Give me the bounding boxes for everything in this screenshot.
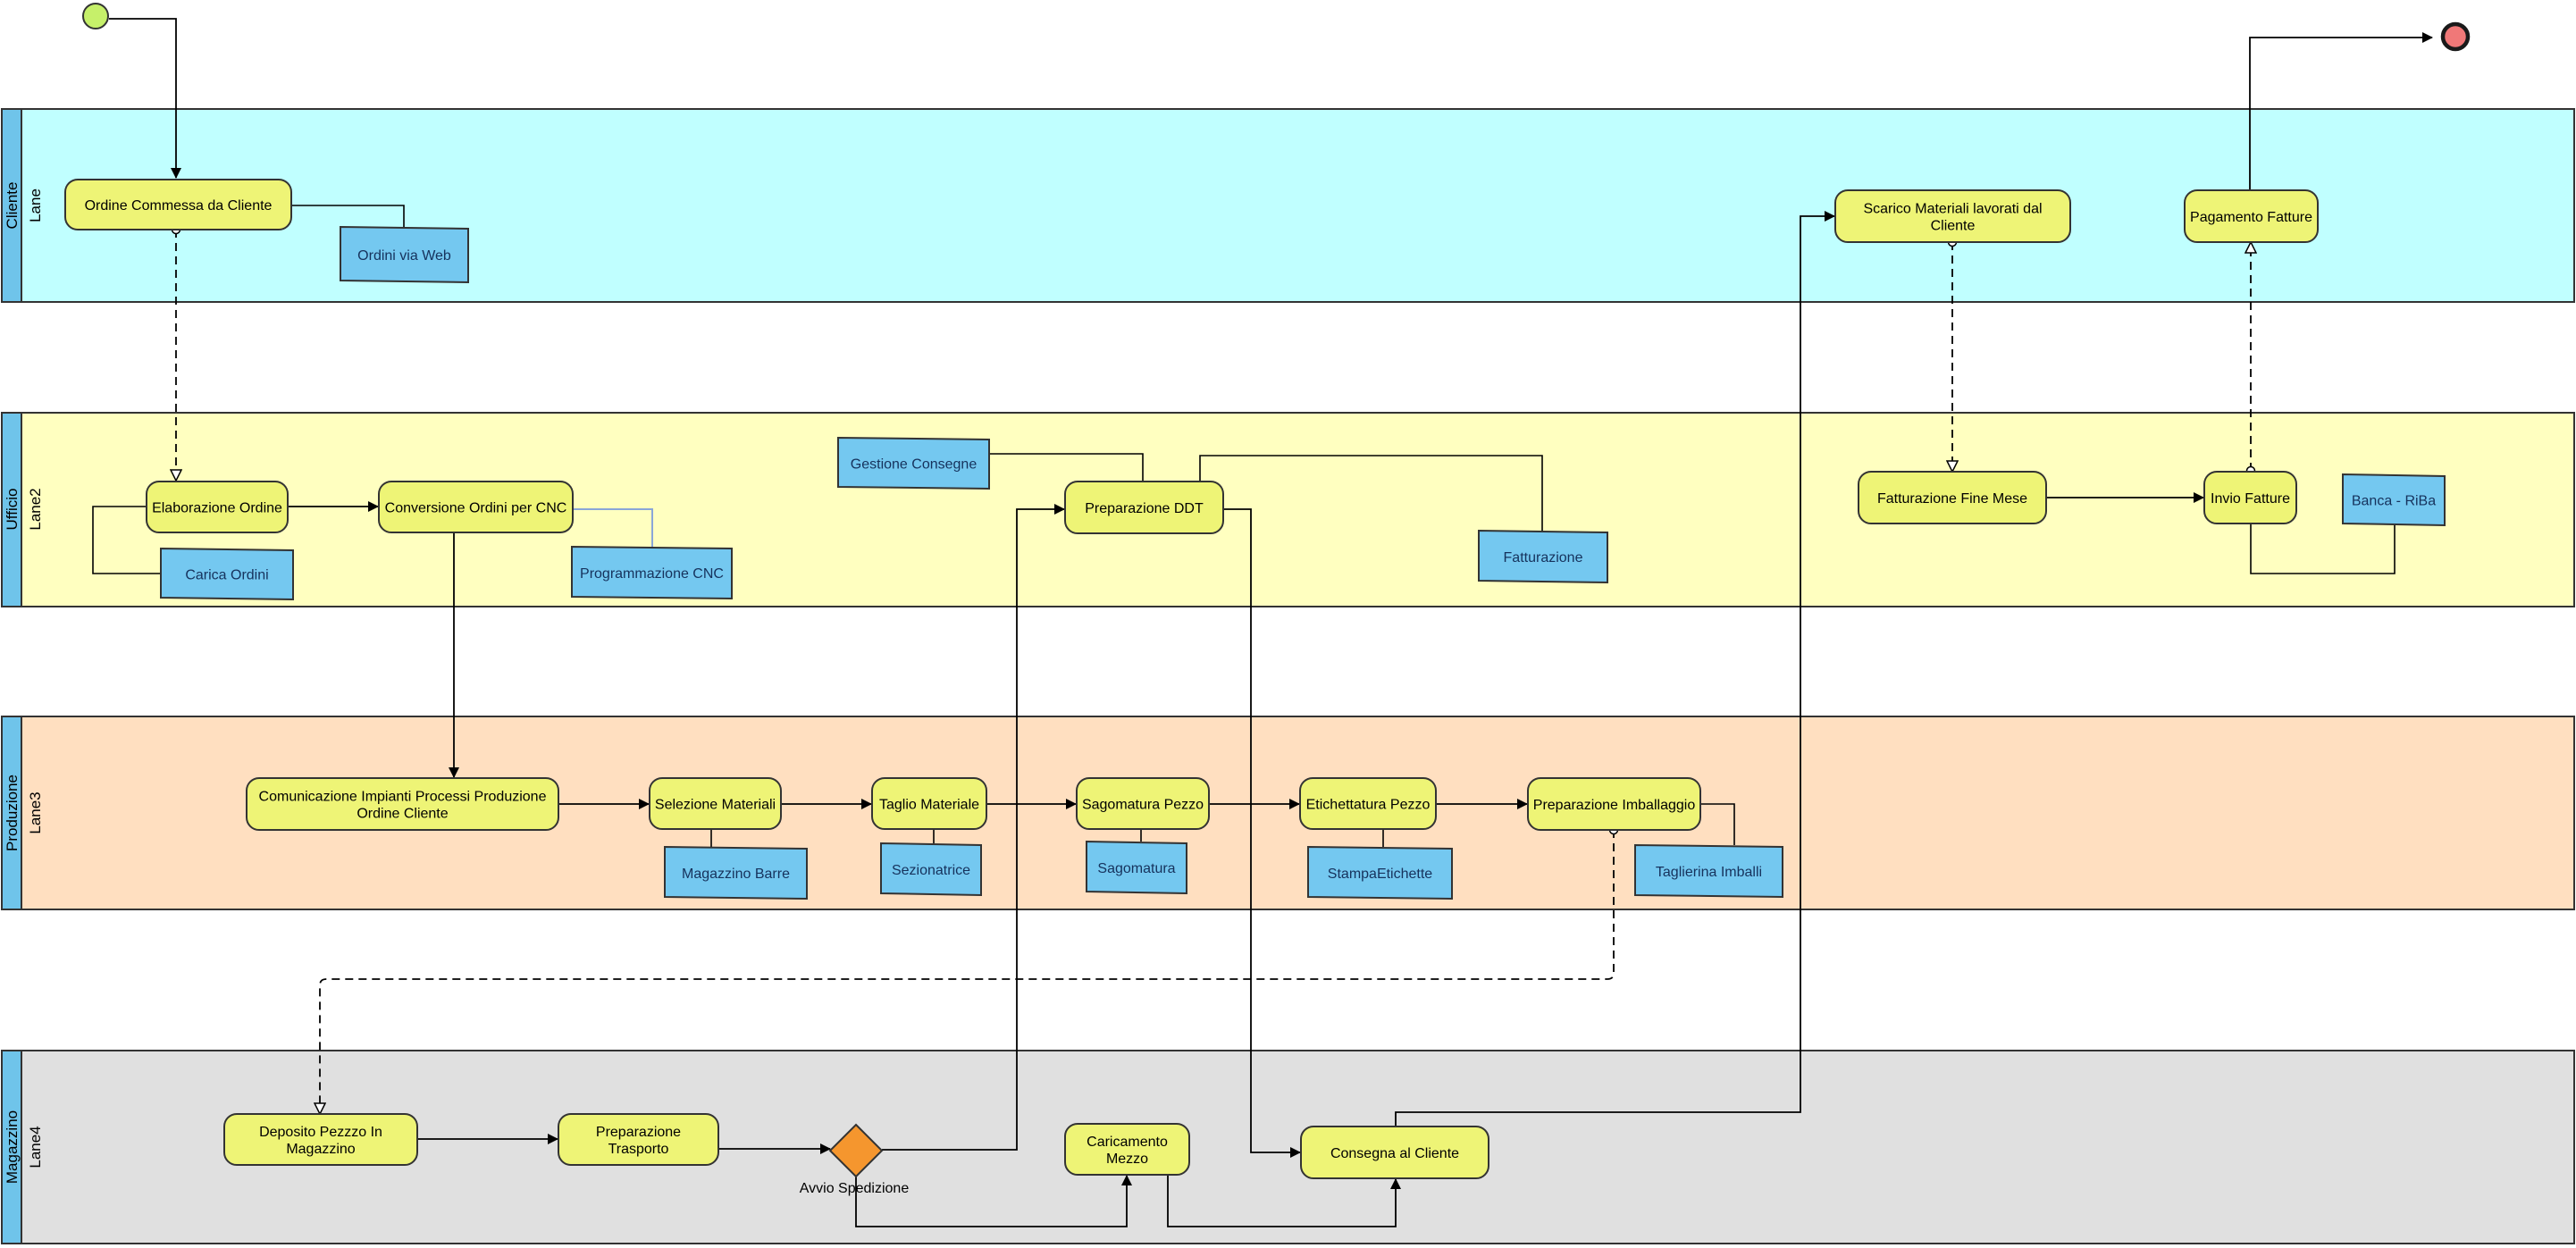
data-object-label: Fatturazione — [1504, 550, 1583, 565]
lane-produzione-pool-label: Produzione — [4, 775, 21, 851]
flow-gateway-to-caricamento[interactable] — [855, 1175, 1132, 1227]
task-taglio-materiale[interactable]: Taglio Materiale — [871, 777, 987, 830]
task-label: Etichettatura Pezzo — [1306, 798, 1431, 813]
data-object-stampa-etichette[interactable]: StampaEtichette — [1307, 845, 1453, 900]
task-deposito-pezzo[interactable]: Deposito Pezzzo In Magazzino — [223, 1113, 418, 1166]
flow-consegna-to-scarico[interactable] — [1395, 211, 1835, 1126]
assoc-elaborazione-carica — [92, 506, 161, 574]
task-pagamento-fatture[interactable]: Pagamento Fatture — [2184, 189, 2319, 243]
data-object-label: Carica Ordini — [185, 568, 268, 583]
task-elaborazione-ordine[interactable]: Elaborazione Ordine — [146, 481, 289, 533]
lane-ufficio-pool-label: Ufficio — [4, 489, 21, 531]
lane-magazzino-pool-label: Magazzino — [4, 1110, 21, 1184]
assoc-ddt-fatturazione — [1199, 455, 1543, 531]
task-label: Magazzino — [286, 1142, 355, 1157]
task-label: Caricamento — [1087, 1135, 1168, 1150]
task-label: Cliente — [1931, 219, 1976, 234]
data-object-label: Taglierina Imballi — [1656, 865, 1762, 880]
data-object-ordini-web[interactable]: Ordini via Web — [340, 225, 469, 284]
data-object-sagomatura[interactable]: Sagomatura — [1086, 840, 1187, 895]
end-event[interactable] — [2440, 21, 2471, 52]
data-object-magazzino-barre[interactable]: Magazzino Barre — [664, 845, 808, 900]
lane-ufficio-lane-label: Lane2 — [27, 488, 44, 530]
task-label: Preparazione DDT — [1085, 501, 1204, 516]
task-label: Scarico Materiali lavorati dal — [1863, 202, 2042, 217]
task-label: Selezione Materiali — [655, 798, 776, 813]
task-fatturazione-fine-mese[interactable]: Fatturazione Fine Mese — [1858, 471, 2047, 524]
data-object-label: Gestione Consegne — [851, 457, 978, 473]
flow-start-to-ordine[interactable] — [109, 18, 181, 179]
task-label: Conversione Ordini per CNC — [385, 501, 567, 516]
data-object-label: Sezionatrice — [892, 863, 970, 878]
flow-gateway-to-ddt[interactable] — [882, 504, 1065, 1151]
assoc-conversione-cnc — [573, 508, 653, 547]
data-object-banca-riba[interactable]: Banca - RiBa — [2342, 473, 2446, 527]
task-preparazione-ddt[interactable]: Preparazione DDT — [1064, 481, 1224, 534]
data-object-label: Ordini via Web — [357, 248, 451, 264]
task-label: Elaborazione Ordine — [152, 501, 282, 516]
task-label: Deposito Pezzzo In — [259, 1125, 382, 1140]
data-object-sezionatrice[interactable]: Sezionatrice — [880, 842, 982, 897]
lane-magazzino-lane-label: Lane4 — [27, 1126, 44, 1168]
task-ordine-commessa[interactable]: Ordine Commessa da Cliente — [64, 179, 292, 230]
lane-produzione-lane-label: Lane3 — [27, 792, 44, 833]
task-label: Sagomatura Pezzo — [1082, 798, 1204, 813]
task-label: Consegna al Cliente — [1330, 1146, 1459, 1161]
task-label: Preparazione Imballaggio — [1533, 798, 1696, 813]
task-invio-fatture[interactable]: Invio Fatture — [2203, 471, 2297, 524]
gateway-avvio-spedizione[interactable]: Avvio Spedizione — [800, 1123, 910, 1196]
assoc-ddt-gestione — [989, 453, 1144, 483]
connectors — [92, 18, 2433, 1227]
data-object-taglierina-imballi[interactable]: Taglierina Imballi — [1634, 843, 1783, 899]
task-selezione-materiali[interactable]: Selezione Materiali — [649, 777, 782, 830]
task-label: Taglio Materiale — [879, 798, 979, 813]
task-label: Fatturazione Fine Mese — [1877, 491, 2027, 507]
data-object-label: Banca - RiBa — [2352, 494, 2436, 509]
task-label: Comunicazione Impianti Processi Produzio… — [259, 790, 547, 805]
start-event[interactable] — [82, 3, 109, 29]
tasks: Ordine Commessa da Cliente Scarico Materi… — [64, 179, 2319, 1179]
task-label: Preparazione — [596, 1125, 681, 1140]
data-object-gestione-consegne[interactable]: Gestione Consegne — [837, 436, 990, 490]
task-sagomatura-pezzo[interactable]: Sagomatura Pezzo — [1076, 777, 1210, 830]
assoc-imballaggio-taglierina — [1700, 803, 1735, 845]
data-object-carica-ordini[interactable]: Carica Ordini — [160, 547, 294, 601]
task-label: Invio Fatture — [2211, 491, 2290, 507]
data-object-label: Magazzino Barre — [682, 867, 790, 882]
data-object-fatturazione[interactable]: Fatturazione — [1478, 529, 1608, 584]
task-comunicazione-impianti[interactable]: Comunicazione Impianti Processi Produzio… — [246, 777, 559, 831]
lane-cliente-lane-label: Lane — [27, 188, 44, 222]
lane-cliente-pool-label: Cliente — [4, 182, 21, 230]
data-object-programmazione-cnc[interactable]: Programmazione CNC — [571, 545, 733, 600]
task-label: Pagamento Fatture — [2190, 210, 2312, 225]
task-label: Trasporto — [608, 1142, 669, 1157]
task-etichettatura-pezzo[interactable]: Etichettatura Pezzo — [1299, 777, 1437, 830]
data-object-label: Sagomatura — [1097, 861, 1175, 876]
gateway-label: Avvio Spedizione — [800, 1181, 910, 1196]
task-consegna-cliente[interactable]: Consegna al Cliente — [1300, 1126, 1489, 1179]
data-object-label: Programmazione CNC — [580, 566, 724, 582]
task-label: Ordine Commessa da Cliente — [85, 198, 273, 214]
data-object-label: StampaEtichette — [1328, 867, 1433, 882]
task-label: Mezzo — [1106, 1152, 1148, 1167]
msg-imballaggio-to-deposito[interactable] — [320, 830, 1615, 1114]
flow-ddt-to-consegna[interactable] — [1223, 508, 1301, 1158]
task-conversione-ordini[interactable]: Conversione Ordini per CNC — [378, 481, 574, 533]
flow-pagamento-to-end[interactable] — [2249, 32, 2433, 189]
task-label: Ordine Cliente — [357, 807, 448, 822]
assoc-invio-banca — [2250, 523, 2396, 574]
assoc-ordine-web — [290, 205, 405, 227]
flow-caricamento-to-consegna[interactable] — [1167, 1176, 1401, 1227]
task-preparazione-imballaggio[interactable]: Preparazione Imballaggio — [1527, 777, 1701, 831]
